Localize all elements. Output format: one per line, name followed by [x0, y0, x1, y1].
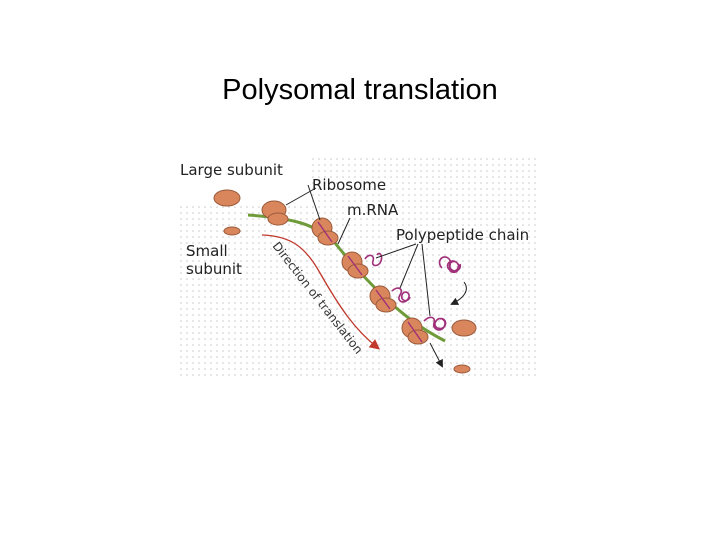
released-small-subunit	[453, 364, 471, 374]
ribosome	[401, 317, 429, 345]
polysome-diagram: Large subunit Ribosome m.RNA Small subun…	[180, 158, 540, 378]
polypeptide-chain	[423, 316, 447, 331]
ribosome	[261, 200, 289, 226]
mrna-label: m.RNA	[347, 201, 399, 219]
ribosome	[369, 285, 397, 313]
ribosome	[341, 251, 369, 279]
ribosome-label: Ribosome	[312, 176, 386, 194]
polypeptide-chain	[391, 287, 411, 303]
released-large-subunit	[451, 319, 477, 337]
small-subunit-label: Small	[186, 242, 228, 260]
free-large-subunit	[213, 189, 241, 207]
slide-title: Polysomal translation	[222, 74, 498, 106]
ribosome	[311, 217, 339, 246]
released-polypeptide	[438, 256, 462, 274]
polypeptide-chain	[364, 252, 383, 267]
small-subunit-label: subunit	[186, 260, 242, 278]
large-subunit-label: Large subunit	[180, 161, 283, 179]
free-small-subunit	[223, 226, 241, 236]
polypeptide-chain-label: Polypeptide chain	[396, 226, 529, 244]
direction-arrow	[261, 234, 381, 350]
